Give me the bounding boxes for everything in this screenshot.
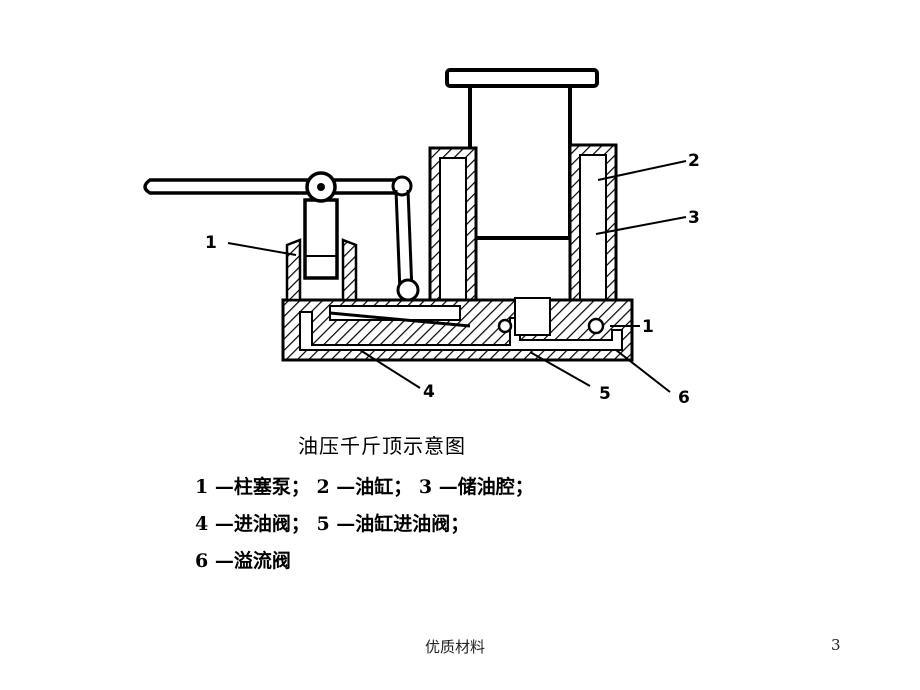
part-label-6: 6 — [678, 388, 690, 408]
top-plate — [445, 68, 599, 88]
support-rod — [394, 189, 414, 293]
valve-ball-5 — [497, 318, 513, 334]
valve-ball-6 — [587, 317, 605, 335]
ram-piston — [468, 84, 572, 240]
part-label-5: 5 — [599, 384, 611, 404]
pump-barrel — [285, 238, 302, 302]
part-label-4: 4 — [423, 382, 435, 402]
page-number: 3 — [831, 636, 841, 654]
leader-lines — [227, 160, 687, 393]
lever-handle — [143, 178, 402, 195]
part-label-3: 3 — [688, 208, 700, 228]
part-label-1b: 1 — [642, 317, 654, 337]
footer-text: 优质材料 — [425, 638, 486, 656]
part-label-2: 2 — [688, 151, 700, 171]
plunger — [303, 198, 339, 280]
part-label-1: 1 — [205, 233, 217, 253]
